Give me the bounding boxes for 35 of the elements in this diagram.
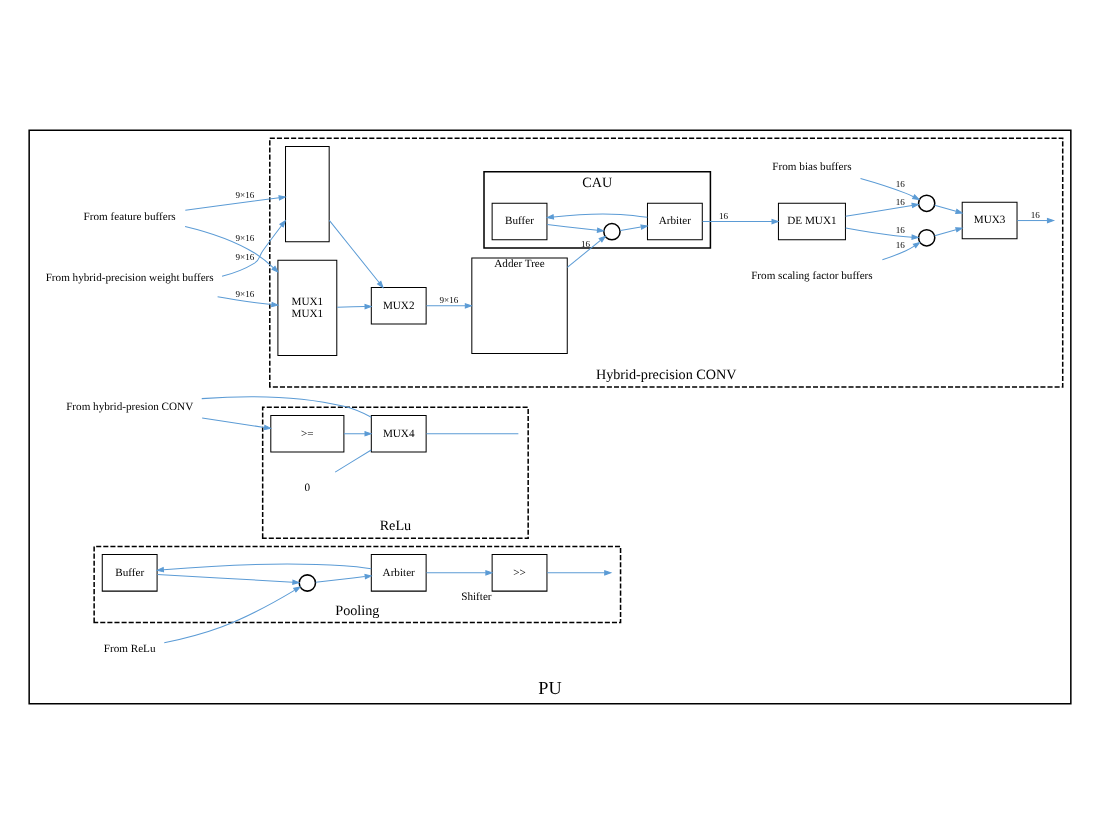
- arrow: [545, 213, 648, 220]
- arrow: [1016, 217, 1056, 224]
- arrow: [845, 202, 920, 217]
- arrow: [860, 178, 921, 201]
- arrow: [425, 302, 473, 309]
- arrow: [336, 303, 373, 310]
- connector: [334, 449, 372, 473]
- arrow: [155, 563, 372, 573]
- arrow: [315, 573, 373, 583]
- arrow: [328, 219, 384, 289]
- arrow: [881, 241, 921, 261]
- arrow: [201, 417, 273, 431]
- connector: [201, 396, 372, 418]
- node-circle: [917, 228, 936, 247]
- arrow: [221, 219, 287, 277]
- arrow: [934, 227, 964, 237]
- arrow: [156, 573, 301, 586]
- arrow: [343, 430, 373, 437]
- arrow: [934, 204, 964, 214]
- arrow: [184, 195, 287, 211]
- arrow: [546, 224, 606, 233]
- arrow: [163, 586, 302, 644]
- node-box: [285, 145, 330, 243]
- arrow: [425, 570, 494, 576]
- node-circle: [298, 574, 317, 592]
- node-circle: [917, 194, 936, 213]
- arrow: [619, 224, 649, 231]
- connector: [425, 433, 519, 435]
- arrow: [184, 226, 279, 274]
- arrow: [546, 570, 613, 576]
- arrow: [845, 227, 920, 241]
- arrow: [566, 235, 607, 268]
- arrow: [702, 218, 780, 225]
- arrow: [217, 296, 280, 308]
- node-circle: [603, 222, 621, 241]
